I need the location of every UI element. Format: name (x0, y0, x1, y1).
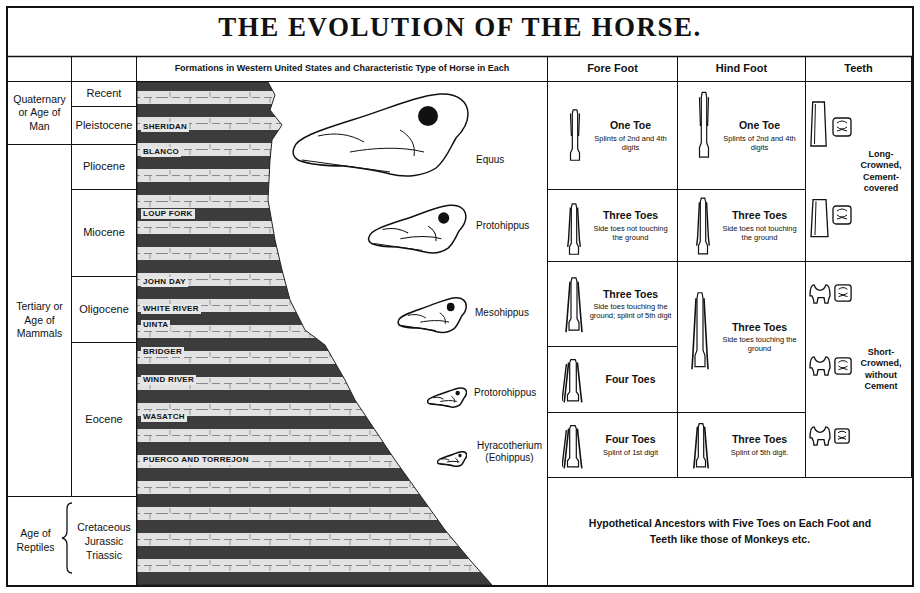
epoch-name: Recent (87, 87, 122, 100)
foot-cell: One ToeSplints of 2nd and 4th digits (678, 82, 806, 190)
epoch-name: Oligocene (79, 303, 129, 316)
genus-label: Mesohippus (475, 307, 529, 319)
epoch-name: Miocene (83, 226, 125, 239)
epoch-cell: Miocene (72, 190, 137, 277)
formation-label: WASATCH (141, 412, 187, 422)
header-cell: Formations in Western United States and … (137, 56, 548, 82)
foot-cell: Three ToesSide toes touching the ground (678, 262, 806, 413)
epoch-name: Pliocene (83, 160, 125, 173)
diagram-title: THE EVOLUTION OF THE HORSE. (0, 13, 920, 43)
formation-label: JOHN DAY (141, 277, 188, 287)
epoch-name: Pleistocene (76, 119, 133, 132)
column-heading: Teeth (844, 62, 873, 75)
foot-cell: Three ToesSide toes not touching the gro… (678, 190, 806, 262)
genus-label: Protorohippus (474, 387, 536, 399)
toe-note: Side toes not touching the ground (588, 224, 673, 242)
formation-label: SHERIDAN (141, 122, 189, 132)
epoch-cell: Eocene (72, 343, 137, 497)
skull-drawings (293, 94, 468, 466)
teeth-note: Short-Crowned, without Cement (854, 347, 908, 392)
formation-label: WHITE RIVER (141, 304, 201, 314)
era-cell: Quaternary or Age of Man (8, 82, 72, 145)
toe-note: Splints of 2nd and 4th digits (588, 134, 673, 152)
tooth-drawings (810, 102, 851, 445)
strata-section (137, 82, 492, 585)
toe-count: Three Toes (732, 209, 787, 222)
formation-label: UINTA (141, 320, 170, 330)
toe-count: One Toe (739, 119, 780, 132)
toe-count: Three Toes (732, 433, 787, 446)
formation-label: PUERCO AND TORREJON (141, 455, 251, 465)
foot-cell: Four ToesSplint of 1st digit (548, 413, 678, 478)
epoch-cell: Pliocene (72, 145, 137, 190)
foot-cell: Three ToesSide toes touching the ground;… (548, 262, 678, 347)
toe-note: Splints of 2nd and 4th digits (718, 134, 801, 152)
frame (7, 7, 913, 586)
era-name: Quaternary or Age of Man (11, 93, 68, 134)
epoch-name: Eocene (85, 413, 122, 426)
header-cell: Teeth (806, 56, 912, 82)
epoch-cell: Recent (72, 82, 137, 107)
genus-label: Hyracotherium (Eohippus) (472, 440, 547, 464)
column-heading: Hind Foot (716, 62, 767, 75)
formation-label: LOUP FORK (141, 209, 195, 219)
foot-cell: Three ToesSide toes not touching the gro… (548, 190, 678, 262)
note-cell: Hypothetical Ancestors with Five Toes on… (548, 478, 912, 586)
column-heading: Fore Foot (587, 62, 638, 75)
epoch-name: Cretaceous Jurassic Triassic (75, 520, 133, 563)
toe-count: Four Toes (606, 373, 656, 386)
teeth-cell: Long-Crowned, Cement-covered (806, 82, 912, 262)
era-name: Tertiary or Age of Mammals (11, 300, 68, 341)
toe-count: Four Toes (606, 433, 656, 446)
epoch-cell: Oligocene (72, 277, 137, 343)
column-heading: Formations in Western United States and … (175, 63, 510, 73)
genus-label: Protohippus (476, 220, 529, 232)
formation-label: WIND RIVER (141, 375, 196, 385)
foot-cell: Three ToesSplint of 5th digit. (678, 413, 806, 478)
teeth-cell: Short-Crowned, without Cement (806, 262, 912, 478)
toe-note: Splint of 5th digit. (731, 448, 789, 457)
era-cell: Age of Reptiles (8, 497, 72, 586)
era-cell: Tertiary or Age of Mammals (8, 145, 72, 497)
formation-label: BRIDGER (141, 347, 184, 357)
toe-count: Three Toes (732, 321, 787, 334)
header-cell: Fore Foot (548, 56, 678, 82)
toe-count: Three Toes (603, 209, 658, 222)
toe-note: Splint of 1st digit (603, 448, 658, 457)
epoch-cell: Pleistocene (72, 107, 137, 145)
brace (62, 503, 72, 573)
header-cell: Hind Foot (678, 56, 806, 82)
genus-label: Equus (476, 154, 504, 166)
epoch-cell: Cretaceous Jurassic Triassic (72, 497, 137, 586)
foot-cell: Four Toes (548, 347, 678, 413)
teeth-note: Long-Crowned, Cement-covered (854, 149, 908, 194)
toe-note: Side toes touching the ground (718, 335, 801, 353)
toe-note: Side toes not touching the ground (718, 224, 801, 242)
toe-note: Side toes touching the ground; splint of… (588, 302, 673, 320)
formation-label: BLANCO (141, 147, 181, 157)
ancestor-note: Hypothetical Ancestors with Five Toes on… (576, 516, 884, 548)
toe-count: One Toe (610, 119, 651, 132)
foot-cell: One ToeSplints of 2nd and 4th digits (548, 82, 678, 190)
era-name: Age of Reptiles (11, 527, 60, 554)
toe-count: Three Toes (603, 288, 658, 301)
